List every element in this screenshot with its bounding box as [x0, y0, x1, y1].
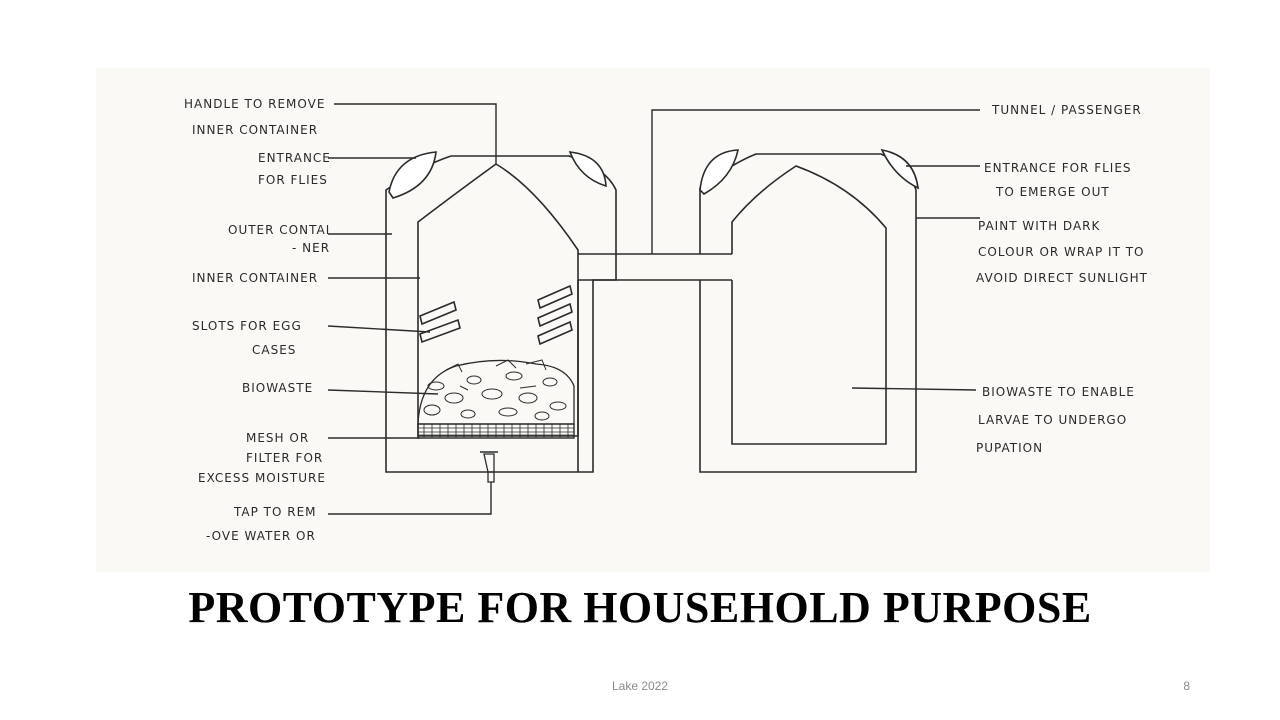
label-mesh-2: FILTER FOR — [246, 451, 323, 465]
label-inner-container: INNER CONTAINER — [192, 271, 318, 285]
label-entrance-2: FOR FLIES — [258, 173, 328, 187]
label-mesh-1: MESH OR — [246, 431, 309, 445]
label-pupation-1: BIOWASTE TO ENABLE — [982, 385, 1135, 399]
label-tap-2: -OVE WATER OR — [206, 529, 316, 543]
connecting-tunnel — [577, 253, 732, 472]
label-entrance-flies-2: TO EMERGE OUT — [995, 185, 1110, 199]
label-paint-2: COLOUR OR WRAP IT TO — [978, 245, 1145, 259]
slide-title: PROTOTYPE FOR HOUSEHOLD PURPOSE — [188, 583, 1092, 632]
leader-lines — [327, 103, 980, 515]
composting-bin-diagram: HANDLE TO REMOVE INNER CONTAINER ENTRANC… — [184, 97, 1148, 543]
label-biowaste: BIOWASTE — [242, 381, 313, 395]
sketch-panel: HANDLE TO REMOVE INNER CONTAINER ENTRANC… — [96, 68, 1210, 572]
label-mesh-3: EXCESS MOISTURE — [198, 471, 326, 485]
left-labels: HANDLE TO REMOVE INNER CONTAINER ENTRANC… — [184, 97, 331, 543]
right-fly-entrance-right — [880, 148, 919, 190]
inner-container-wall — [417, 163, 579, 437]
left-container — [385, 151, 617, 483]
water-tap — [480, 451, 498, 483]
slide-footer: Lake 2022 — [611, 679, 669, 693]
right-labels: TUNNEL / PASSENGER ENTRANCE FOR FLIES TO… — [976, 103, 1148, 455]
label-paint-3: AVOID DIRECT SUNLIGHT — [976, 271, 1148, 285]
label-entrance-flies-1: ENTRANCE FOR FLIES — [984, 161, 1132, 175]
label-outer-1: OUTER CONTAI — [228, 223, 330, 237]
biowaste-pile — [417, 359, 575, 425]
label-pupation-3: PUPATION — [976, 441, 1043, 455]
right-container — [699, 148, 919, 473]
label-tap-1: TAP TO REM — [233, 505, 317, 519]
label-pupation-2: LARVAE TO UNDERGO — [978, 413, 1127, 427]
slide-number: 8 — [1183, 679, 1190, 693]
egg-case-slots — [419, 284, 573, 346]
label-entrance-1: ENTRANCE — [258, 151, 331, 165]
label-outer-2: - NER — [292, 241, 330, 255]
label-paint-1: PAINT WITH DARK — [978, 219, 1100, 233]
label-slots-1: SLOTS FOR EGG — [192, 319, 302, 333]
fly-entrance-left — [388, 151, 437, 199]
label-handle-1: HANDLE TO REMOVE — [184, 97, 325, 111]
label-handle-2: INNER CONTAINER — [192, 123, 318, 137]
fly-entrance-right — [568, 151, 607, 188]
label-tunnel: TUNNEL / PASSENGER — [991, 103, 1142, 117]
right-inner-wall — [731, 165, 887, 445]
right-fly-entrance-left — [699, 149, 740, 195]
mesh-filter — [417, 423, 575, 439]
label-slots-2: CASES — [252, 343, 296, 357]
